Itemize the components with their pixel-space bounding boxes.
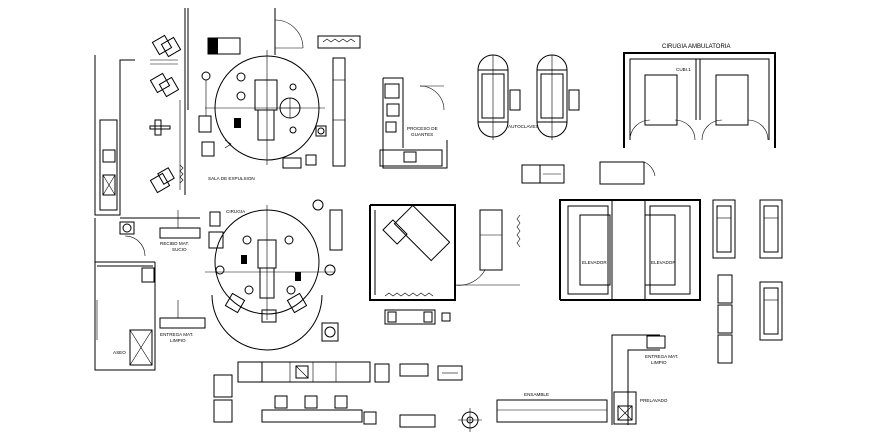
- label-autoclaves: AUTOCLAVES: [508, 124, 538, 129]
- central-procedure-room: [369, 204, 521, 325]
- label-entrega-mat-der-1: ENTREGA MAT.: [645, 354, 678, 359]
- proceso-guantes-room: PROCESO DE GUANTES: [379, 77, 448, 169]
- label-entrega-mat-izq-2: LIMPIO: [170, 338, 186, 343]
- label-elevador-1: ELEVADOR: [582, 260, 607, 265]
- label-prelavado: PRELAVADO: [640, 398, 668, 403]
- label-recibo-mat-2: SUCIO: [172, 247, 187, 252]
- sala-expulsion-room: SALA DE EXPULSION: [198, 37, 327, 181]
- label-entrega-mat-der-2: LIMPIO: [651, 360, 667, 365]
- bottom-counters: [213, 361, 463, 425]
- cirugia-room: CIRUGIA: [205, 199, 343, 351]
- label-cirugia-ambulatoria: CIRUGIA AMBULATORIA: [662, 44, 730, 50]
- waiting-chairs: [149, 34, 182, 194]
- bottom-right-rooms: ENTREGA MAT. LIMPIO PRELAVADO ENSAMBLE: [399, 334, 678, 432]
- label-cubiculo: CUBI.1: [676, 67, 691, 72]
- left-wash-area: [94, 8, 189, 216]
- autoclaves-area: AUTOCLAVES: [477, 54, 580, 140]
- carts-area: [521, 161, 656, 185]
- label-aseo: ASEO: [113, 350, 126, 355]
- label-ensamble: ENSAMBLE: [524, 392, 549, 397]
- left-lower-rooms: RECIBO MAT. SUCIO ENTREGA MAT. LIMPIO AS…: [94, 210, 206, 371]
- label-proceso-guantes-2: GUANTES: [411, 132, 433, 137]
- label-proceso-guantes-1: PROCESO DE: [407, 126, 438, 131]
- label-elevador-2: ELEVADOR: [651, 260, 676, 265]
- elevators: ELEVADOR ELEVADOR: [559, 199, 701, 301]
- cirugia-ambulatoria-room: CIRUGIA AMBULATORIA CUBI.1: [623, 44, 776, 148]
- label-cirugia: CIRUGIA: [226, 209, 246, 214]
- label-sala-expulsion: SALA DE EXPULSION: [208, 176, 255, 181]
- stretchers-right: [712, 199, 783, 364]
- entrance-doors: [274, 8, 361, 167]
- label-recibo-mat-1: RECIBO MAT.: [160, 241, 189, 246]
- label-entrega-mat-izq-1: ENTREGA MAT.: [160, 332, 193, 337]
